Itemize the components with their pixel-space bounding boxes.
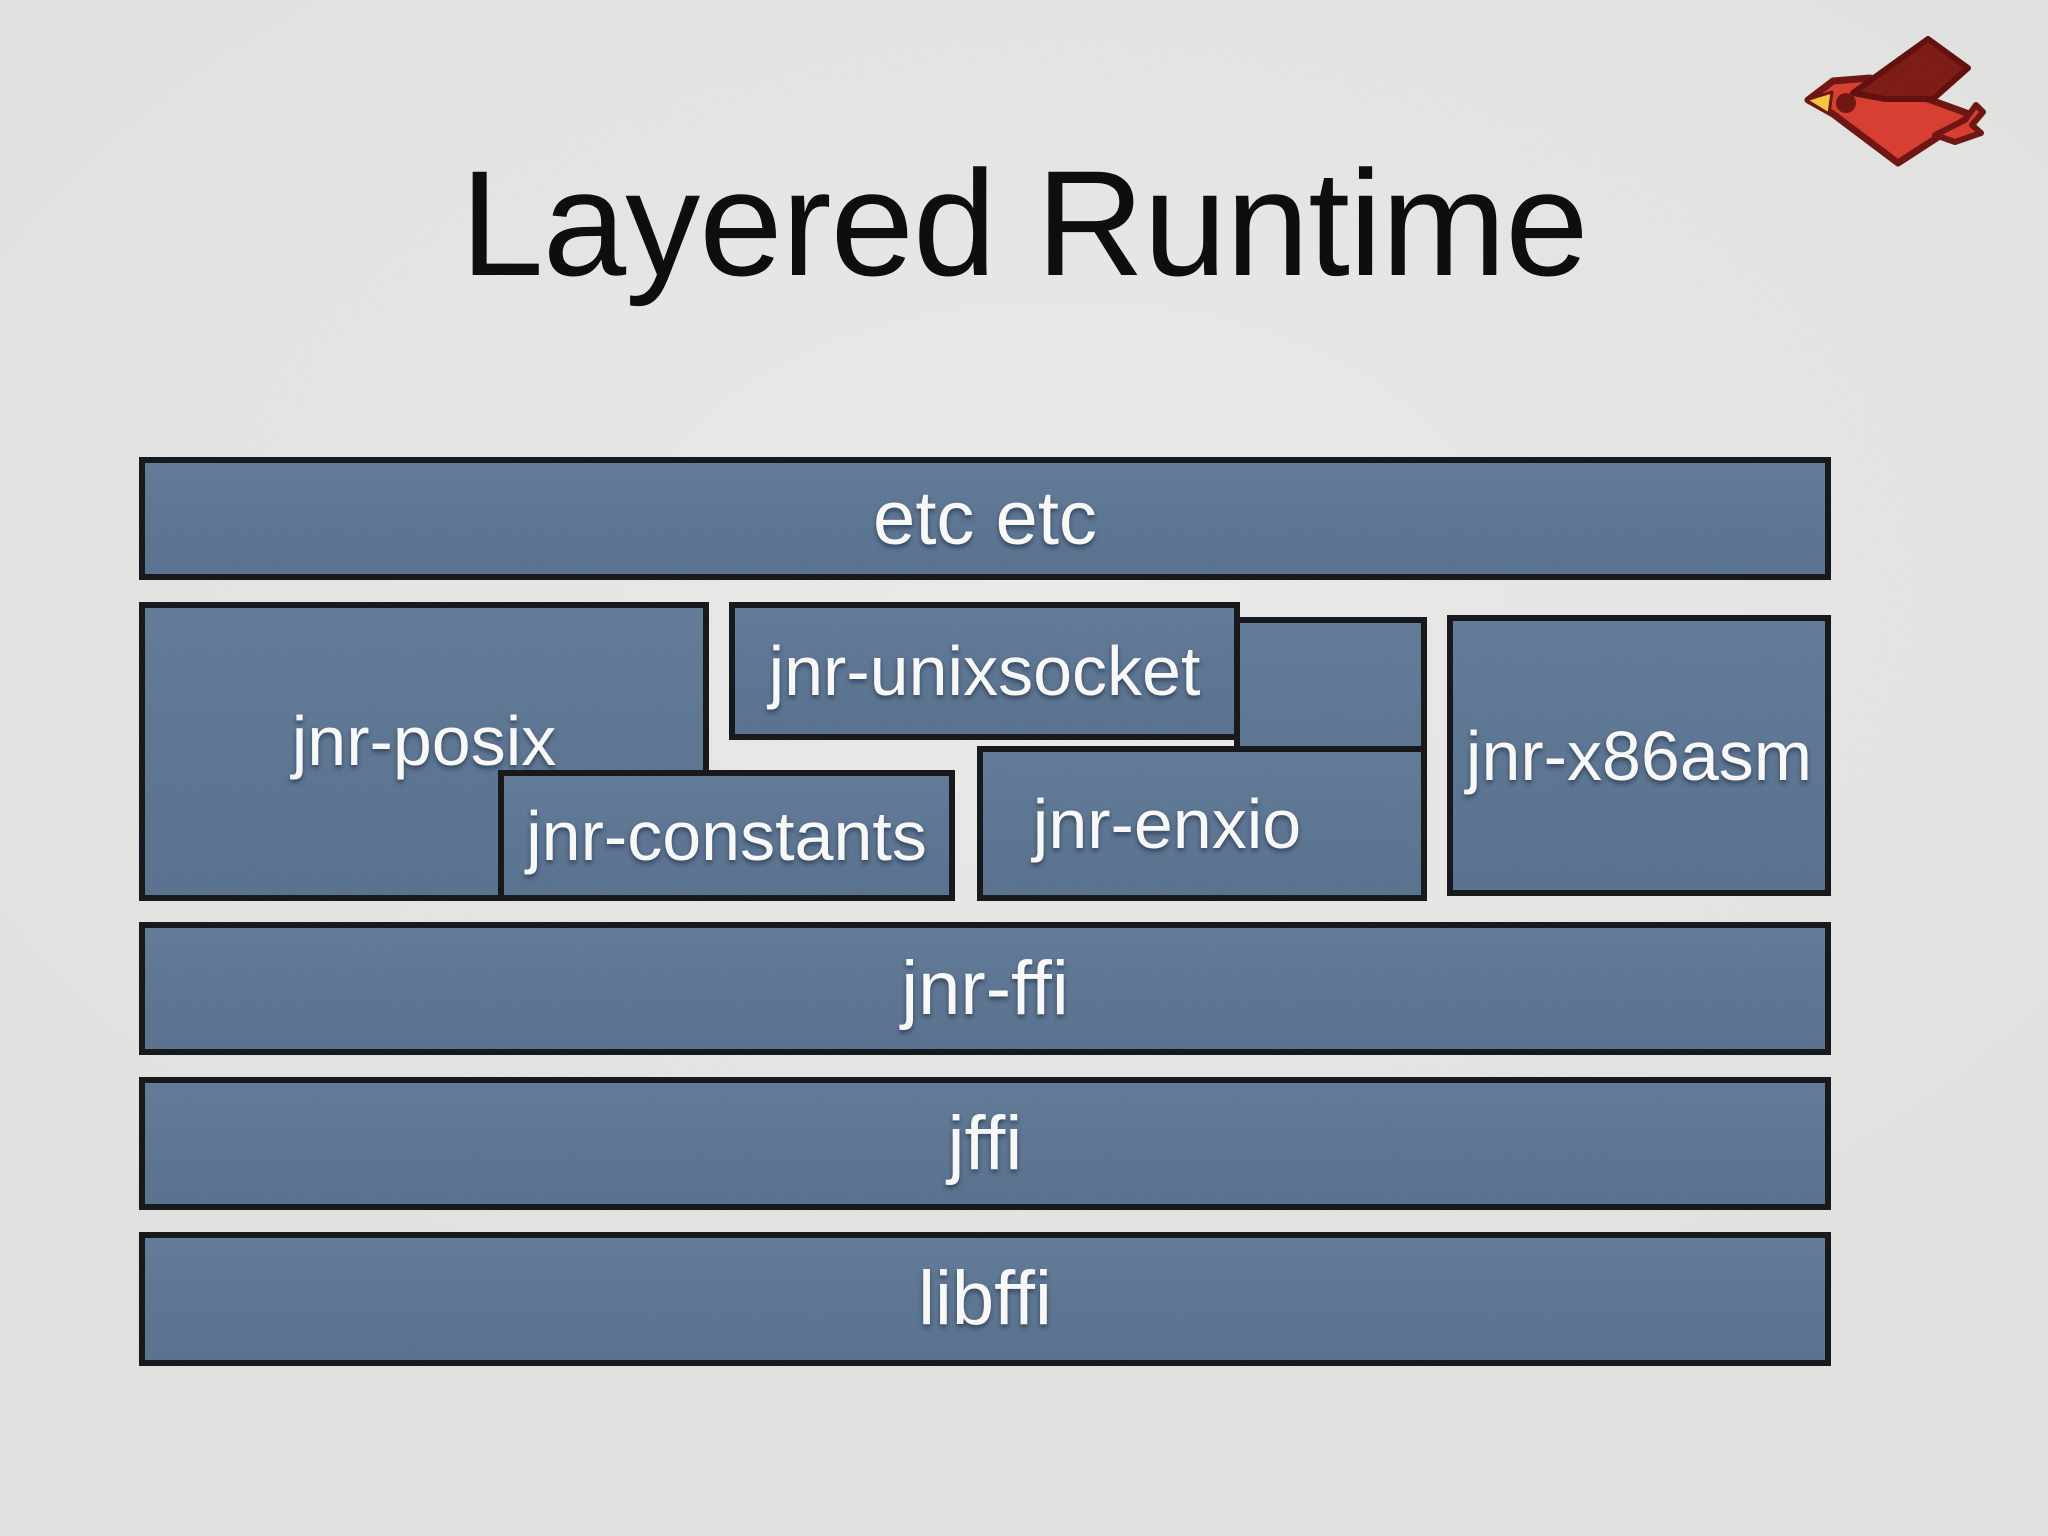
layer-box-jnr-x86asm: jnr-x86asm	[1447, 615, 1831, 896]
layer-box-jnr-unixsocket: jnr-unixsocket	[729, 602, 1240, 740]
layer-box-jffi: jffi	[139, 1077, 1831, 1210]
layer-label-jnr-enxio: jnr-enxio	[1032, 784, 1302, 863]
red-bird-logo-icon	[1804, 36, 1986, 167]
layer-label-jnr-constants: jnr-constants	[526, 796, 927, 875]
layer-box-jnr-ffi: jnr-ffi	[139, 922, 1831, 1055]
layer-box-jnr-enxio: jnr-enxio	[977, 746, 1427, 901]
layer-box-libffi: libffi	[139, 1232, 1831, 1366]
layer-box-jnr-constants: jnr-constants	[498, 770, 955, 901]
layer-label-jnr-posix: jnr-posix	[291, 702, 557, 780]
layer-label-jnr-unixsocket: jnr-unixsocket	[768, 632, 1201, 710]
layer-label-libffi: libffi	[918, 1256, 1052, 1341]
layer-box-etc: etc etc	[139, 457, 1831, 580]
layer-label-etc: etc etc	[873, 475, 1097, 561]
layer-label-jffi: jffi	[947, 1100, 1023, 1186]
layer-label-jnr-x86asm: jnr-x86asm	[1465, 716, 1813, 795]
layer-label-jnr-ffi: jnr-ffi	[901, 945, 1069, 1031]
slide-title: Layered Runtime	[460, 139, 1588, 307]
bird-eye	[1836, 93, 1856, 113]
bird-wing	[1850, 36, 1971, 102]
